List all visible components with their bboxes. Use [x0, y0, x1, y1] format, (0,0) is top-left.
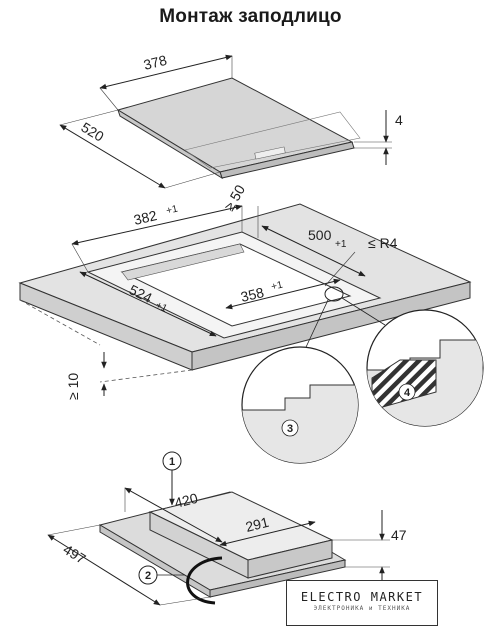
dim-cutout-depth-tol: +1: [154, 300, 169, 315]
dim-min-worktop-thickness: ≥ 10: [65, 373, 81, 400]
dim-bottom-depth: 420: [173, 490, 200, 511]
detail-4: 4: [366, 309, 484, 427]
dim-cutout-outer-depth: 500: [308, 227, 332, 243]
dim-cutout-inner-width: 358: [239, 284, 266, 305]
dim-cutout-outer-depth-tol: +1: [335, 239, 347, 250]
dim-hob-thickness: 4: [395, 112, 403, 128]
watermark-brand: ELECTRO MARKET: [300, 590, 424, 604]
dim-bottom-width: 291: [244, 514, 271, 535]
dim-bottom-height: 47: [391, 527, 407, 543]
dim-cutout-inner-width-tol: +1: [270, 280, 284, 293]
hob-panel: [116, 77, 361, 180]
power-cable-icon: [186, 556, 223, 605]
callout-1: 1: [169, 456, 175, 468]
callout-2: 2: [145, 570, 151, 582]
dim-cutout-outer-width: 382: [132, 207, 159, 228]
watermark-sub: ЭЛЕКТРОНИКА и ТЕХНИКА: [313, 605, 411, 612]
callout-4: 4: [404, 387, 411, 399]
control-strip-icon: [254, 146, 286, 160]
callout-3: 3: [287, 423, 293, 435]
dim-min-distance-wall: ≥ 50: [221, 182, 249, 214]
page-title: Монтаж заподлицо: [159, 6, 342, 27]
detail-3: 3: [241, 346, 359, 464]
watermark-logo: ELECTRO MARKET ЭЛЕКТРОНИКА и ТЕХНИКА: [286, 580, 438, 626]
dim-hob-depth: 520: [78, 119, 106, 145]
dim-hob-width: 378: [142, 52, 169, 73]
dim-cutout-outer-width-tol: +1: [165, 204, 179, 217]
detail-marker-icon: [324, 286, 344, 302]
dim-corner-radius: ≤ R4: [368, 235, 398, 251]
